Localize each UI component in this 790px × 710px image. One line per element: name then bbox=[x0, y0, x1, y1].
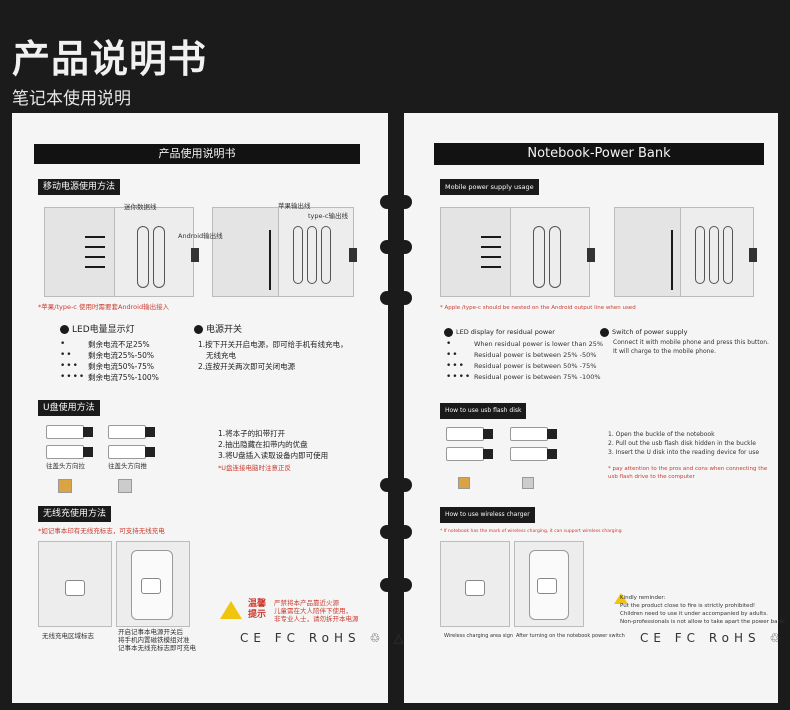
wireless-caption-instructions: 开启记事本电源开关后 将手机内置磁铁模组对准 记事本无线充标志即可充电 bbox=[118, 628, 196, 652]
power-switch-heading: Switch of power supply bbox=[600, 327, 687, 338]
wireless-phone-illustration bbox=[116, 541, 190, 627]
wireless-caption-area: 无线充电区域标志 bbox=[42, 632, 94, 640]
warning-text: 严禁将本产品靠近火源 儿童需在大人陪伴下使用， 非专业人士，请勿拆开本电源 bbox=[274, 599, 359, 623]
page-title: 产品说明书 bbox=[12, 37, 208, 81]
wireless-notebook-illustration bbox=[440, 541, 510, 627]
usb-drive-illustration bbox=[446, 427, 493, 441]
callout-typec: type-c输出线 bbox=[308, 212, 348, 220]
binder-hole bbox=[380, 478, 394, 492]
section-label-mobile-power: 移动电源使用方法 bbox=[38, 179, 121, 195]
binder-hole bbox=[380, 291, 394, 305]
power-switch-text: Connect it with mobile phone and press t… bbox=[613, 339, 769, 355]
usb-drive-illustration bbox=[108, 425, 155, 439]
wireless-notebook-illustration bbox=[38, 541, 112, 627]
usb-caption-pull: 往盖头方向拉 bbox=[46, 462, 85, 470]
kindly-reminder: Kindly reminder: Put the product close t… bbox=[620, 595, 786, 625]
wireless-note: *如记事本印有无线充标志，可支持无线充电 bbox=[38, 527, 165, 535]
usb-steps: 1.将本子的扣带打开 2.抽出隐藏在扣带内的优盘 3.将U盘插入读取设备内即可使… bbox=[218, 429, 329, 460]
wireless-charge-icon bbox=[465, 580, 485, 596]
usb-connector-icon bbox=[118, 479, 132, 493]
wireless-charge-icon bbox=[141, 578, 161, 594]
led-heading: LED电量显示灯 bbox=[60, 325, 135, 336]
warning-icon bbox=[614, 593, 628, 604]
play-icon bbox=[444, 327, 453, 337]
binder-hole bbox=[380, 240, 394, 254]
led-row: ••剩余电流25%-50% bbox=[60, 350, 155, 360]
warning-icon bbox=[220, 601, 242, 619]
led-row: ••••Residual power is between 75% -100% bbox=[446, 372, 601, 382]
mobile-power-note: *苹果/type-c 使用时需要套Android输出接入 bbox=[38, 303, 170, 311]
led-row: •••Residual power is between 50% -75% bbox=[446, 361, 597, 371]
usb-drive-illustration bbox=[46, 425, 93, 439]
led-row: •剩余电流不足25% bbox=[60, 339, 150, 349]
binder-hole bbox=[398, 578, 412, 592]
binder-hole bbox=[380, 525, 394, 539]
usb-note: *U盘连接电脑时注意正反 bbox=[218, 464, 292, 472]
warning-badge: 温馨提示 bbox=[248, 599, 267, 620]
manual-page-english: Notebook-Power Bank Mobile power supply … bbox=[398, 113, 790, 703]
manual-title-bar: Notebook-Power Bank bbox=[434, 143, 764, 165]
usb-drive-illustration bbox=[446, 447, 493, 461]
notebook-illustration-open bbox=[440, 207, 595, 297]
binder-hole bbox=[398, 525, 412, 539]
usb-connector-icon bbox=[522, 477, 534, 489]
notebook-illustration-open bbox=[44, 207, 199, 297]
power-icon bbox=[194, 325, 203, 334]
binder-hole bbox=[380, 578, 394, 592]
usb-drive-illustration bbox=[510, 427, 557, 441]
play-icon bbox=[60, 325, 69, 334]
certification-marks: CE FC RoHS ♲ △ bbox=[640, 631, 790, 645]
power-switch-text: 1.按下开关开启电源，即可给手机有线充电， 无线充电 2.连按开关两次即可关闭电… bbox=[198, 340, 348, 371]
usb-caption-push: 往盖头方向推 bbox=[108, 462, 147, 470]
usb-drive-illustration bbox=[46, 445, 93, 459]
power-switch-heading: 电源开关 bbox=[194, 325, 242, 336]
wireless-phone-illustration bbox=[514, 541, 584, 627]
wireless-note: * If notebook has the mark of wireless c… bbox=[440, 529, 622, 534]
led-row: •When residual power is lower than 25% bbox=[446, 339, 604, 349]
binder-hole bbox=[398, 240, 412, 254]
notebook-illustration-cables bbox=[614, 207, 757, 297]
wireless-caption-instructions: After turning on the notebook power swit… bbox=[516, 633, 625, 639]
callout-mini-cable: 迷你数据线 bbox=[124, 203, 157, 211]
usb-connector-icon bbox=[58, 479, 72, 493]
wireless-charge-icon bbox=[65, 580, 85, 596]
led-row: ••••剩余电流75%-100% bbox=[60, 372, 159, 382]
usb-drive-illustration bbox=[108, 445, 155, 459]
wireless-caption-area: Wireless charging area sign bbox=[444, 633, 514, 639]
led-list: •剩余电流不足25% ••剩余电流25%-50% •••剩余电流50%-75% … bbox=[60, 339, 159, 383]
section-label-mobile-power: Mobile power supply usage bbox=[440, 179, 539, 195]
section-label-wireless: 无线充使用方法 bbox=[38, 506, 112, 522]
led-list: •When residual power is lower than 25% •… bbox=[446, 339, 603, 383]
binder-hole bbox=[398, 195, 412, 209]
led-row: •••剩余电流50%-75% bbox=[60, 361, 155, 371]
notebook-illustration-cables bbox=[212, 207, 357, 297]
binder-hole bbox=[398, 478, 412, 492]
usb-connector-icon bbox=[458, 477, 470, 489]
led-heading: LED display for residual power bbox=[444, 327, 555, 338]
binder-hole bbox=[398, 291, 412, 305]
callout-android: Android输出线 bbox=[178, 232, 223, 240]
wireless-charge-icon bbox=[537, 578, 557, 594]
usb-note: * pay attention to the pros and cons whe… bbox=[608, 466, 768, 480]
callout-apple: 苹果输出线 bbox=[278, 202, 311, 210]
manual-page-chinese: 产品使用说明书 移动电源使用方法 迷你数据线 Android输出线 苹果输出线 … bbox=[12, 113, 403, 703]
section-label-usb: U盘使用方法 bbox=[38, 400, 100, 416]
usb-drive-illustration bbox=[510, 447, 557, 461]
page-subtitle: 笔记本使用说明 bbox=[12, 89, 131, 109]
power-icon bbox=[600, 327, 609, 337]
manual-title-bar: 产品使用说明书 bbox=[34, 144, 360, 164]
led-row: ••Residual power is between 25% -50% bbox=[446, 350, 597, 360]
usb-steps: 1. Open the buckle of the notebook 2. Pu… bbox=[608, 431, 760, 456]
section-label-usb: How to use usb flash disk bbox=[440, 403, 527, 419]
section-label-wireless: How to use wireless charger bbox=[440, 507, 535, 523]
binder-hole bbox=[380, 195, 394, 209]
mobile-power-note: * Apple /type-c should be nested on the … bbox=[440, 305, 636, 311]
certification-marks: CE FC RoHS ♲ △ bbox=[240, 631, 409, 645]
